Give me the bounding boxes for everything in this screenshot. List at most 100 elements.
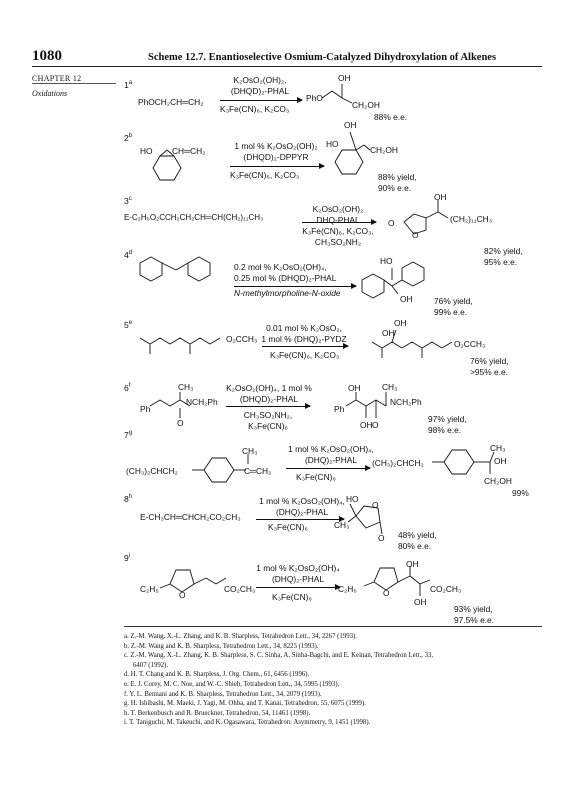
reaction-arrow [256, 584, 341, 590]
entry-number: 9i [124, 553, 131, 563]
substrate-label: (CH₃)₂CHCH₂ [126, 466, 178, 476]
product-label: OH [382, 328, 395, 338]
substrate-label: Ph [140, 404, 151, 414]
product-label: O [388, 218, 395, 228]
product-label: PhO [306, 93, 323, 103]
entry-number: 7g [124, 430, 133, 440]
entry-number: 1a [124, 80, 133, 90]
yield-text: 88% yield,90% e.e. [378, 172, 417, 193]
product-label: HO [380, 256, 393, 266]
reaction-conditions: N-methylmorpholine-N-oxide [234, 288, 341, 298]
entry-number: 4d [124, 250, 133, 260]
reaction-conditions: CH₃SO₂NH₂,K₃Fe(CN)₆ [243, 410, 293, 431]
reaction-conditions: K₃Fe(CN)₆ [268, 522, 308, 532]
substrate-label: HO [140, 146, 153, 156]
product-label: CH₃ [382, 382, 398, 392]
reaction-arrow [230, 163, 325, 169]
product-label: (CH₃)₂CHCH₂ [372, 458, 424, 468]
product-label: O [372, 500, 379, 510]
reaction-conditions: K₃Fe(CN)₆, K₂CO₃ [220, 104, 290, 114]
substrate-label: C₂H₅ [140, 584, 159, 594]
yield-text: 76% yield,>95% e.e. [470, 356, 509, 377]
product-label: O [412, 230, 419, 240]
reaction-conditions: 1 mol % K₂OsO₂(OH)₂(DHQD)₂-DPPYR [234, 141, 318, 162]
substrate-label: CH═CH₂ [172, 146, 206, 156]
product-label: O [372, 420, 379, 430]
reaction-arrow [234, 283, 357, 289]
page-number: 1080 [32, 48, 62, 64]
product-label: NCH₂Ph [390, 397, 422, 407]
reaction-conditions: 1 mol % K₂OsO₂(OH)₄(DHQ)₂-PHAL [256, 563, 340, 584]
reference-item: a. Z.-M. Wang, X.-L. Zhang, and K. B. Sh… [124, 633, 357, 640]
reaction-arrow [226, 403, 311, 409]
product-label: O₂CCH₃ [454, 339, 486, 349]
section-label: Oxidations [32, 89, 68, 98]
product-label: OH [434, 192, 447, 202]
reaction-arrow [262, 343, 349, 349]
reaction-arrow [302, 219, 377, 225]
entry-number: 2b [124, 133, 133, 143]
reference-item: b. Z.-M. Wang and K. B. Sharpless, Tetra… [124, 642, 319, 650]
reference-item: d. H. T. Chang and K. B. Sharpless, J. O… [124, 671, 310, 679]
yield-text: 93% yield,97.5% e.e. [454, 604, 495, 625]
reaction-conditions: 1 mol % K₂OsO₂(OH)₄,(DHQ)₂-PHAL [288, 444, 374, 465]
product-label: OH [360, 420, 373, 430]
product-label: CH₂OH [370, 145, 398, 155]
substrate-label: CH₃ [242, 446, 258, 456]
product-label: OH [394, 318, 407, 328]
reaction-conditions: K₃Fe(CN)₆ [272, 592, 312, 602]
product-label: OH [338, 73, 351, 83]
reference-item: g. H. Ishibashi, M. Maeki, J. Yagi, M. O… [124, 700, 366, 708]
header-rule [32, 66, 542, 67]
entry-number: 8h [124, 494, 133, 504]
reaction-conditions: K₃Fe(CN)₆ [296, 472, 336, 482]
reaction-conditions: 1 mol % K₂OsO₂(OH)₄,(DHQ)₂-PHAL [259, 496, 345, 517]
reaction-conditions: K₃Fe(CN)₆, K₂CO₃ [270, 350, 340, 360]
product-label: OH [406, 559, 419, 569]
product-label: (CH₂)₁₁CH₃ [450, 214, 493, 224]
product-label: CH₂OH [352, 100, 380, 110]
reaction-arrow [220, 97, 303, 103]
reference-list: a. Z.-M. Wang, X.-L. Zhang, and K. B. Sh… [124, 632, 544, 728]
chapter-label: CHAPTER 12 [32, 74, 82, 83]
reaction-conditions: K₂OsO₂(OH)₂,(DHQD)₂-PHAL [230, 75, 290, 96]
reference-item: c. Z.-M. Wang, X.-L. Zhang, K. B. Sharpl… [124, 652, 434, 660]
footnote-rule [124, 626, 542, 627]
product-label: CH₃ [334, 520, 350, 530]
reaction-conditions: K₃Fe(CN)₆, K₂CO₃ [230, 170, 300, 180]
reference-item: 6407 (1992). [133, 661, 169, 669]
yield-text: 97% yield,98% e.e. [428, 414, 467, 435]
substrate-label: CO₂CH₃ [224, 584, 256, 594]
product-label: OH [414, 597, 427, 607]
substrate-formula: E-C₂H₅O₂CCH₂CH₂CH═CH(CH₂)₁₁CH₃ [124, 213, 264, 222]
product-label: HO [326, 139, 339, 149]
product-label: O [383, 588, 390, 598]
sidebar-rule [32, 83, 116, 84]
reaction-arrow [256, 516, 345, 522]
reference-item: h. T. Berkenbusch and R. Brueckner, Tetr… [124, 709, 311, 717]
substrate-formula: E-CH₃CH═CHCH₂CO₂CH₃ [140, 512, 241, 522]
scheme-title: Scheme 12.7. Enantioselective Osmium-Cat… [148, 52, 497, 63]
substrate-formula: PhOCH₂CH═CH₂ [138, 97, 204, 107]
product-label: OH [400, 294, 413, 304]
reference-item: f. Y. L. Bennani and K. B. Sharpless, Te… [124, 690, 322, 698]
reference-item: e. E. J. Corey, M. C. Noe, and W.-C. Shi… [124, 680, 340, 688]
product-label: OH [344, 120, 357, 130]
yield-text: 88% e.e. [374, 112, 408, 122]
product-label: CO₂CH₃ [430, 584, 462, 594]
yield-text: 99% [512, 488, 529, 498]
substrate-label: NCH₂Ph [186, 397, 218, 407]
